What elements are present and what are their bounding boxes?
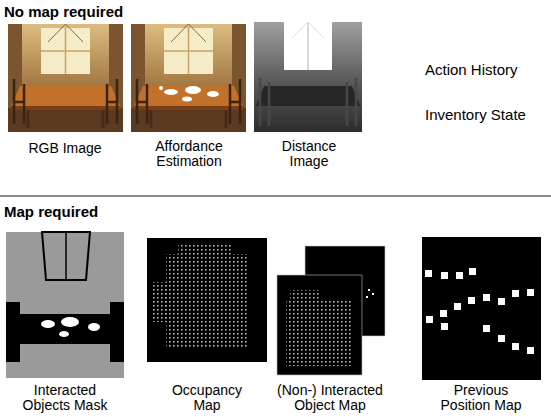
previous-position-map bbox=[454, 303, 461, 310]
occupancy-map bbox=[178, 244, 232, 254]
image-caption: Distance Image bbox=[269, 139, 349, 169]
image-panel: Occupancy Map bbox=[147, 238, 267, 415]
distance-image bbox=[292, 22, 324, 38]
mask-image bbox=[6, 302, 20, 362]
affordance-image bbox=[182, 97, 192, 102]
image-caption: RGB Image bbox=[10, 141, 120, 156]
interacted-object-maps bbox=[277, 246, 385, 375]
occupancy-map bbox=[147, 238, 267, 362]
previous-position-map bbox=[441, 272, 448, 279]
image-panel: RGB Image bbox=[8, 24, 123, 158]
previous-position-map bbox=[425, 268, 534, 354]
image-caption: Occupancy Map bbox=[165, 383, 250, 413]
affordance-image bbox=[164, 89, 178, 95]
mask-image bbox=[6, 314, 124, 344]
previous-position-map bbox=[468, 297, 475, 304]
interacted-object-maps bbox=[366, 289, 374, 298]
section-band: Interacted Objects Mask Occupancy Map (Non… bbox=[0, 198, 551, 417]
occupancy-map bbox=[166, 254, 248, 348]
image-panel: (Non-) Interacted Object Map bbox=[277, 246, 385, 415]
previous-position-map bbox=[512, 343, 519, 350]
affordance-image bbox=[131, 24, 246, 132]
interacted-object-maps bbox=[372, 293, 374, 295]
section-heading: Map required bbox=[4, 203, 98, 220]
previous-position-map bbox=[498, 298, 505, 305]
previous-position-map bbox=[441, 323, 448, 330]
affordance-image bbox=[131, 24, 246, 132]
previous-position-map bbox=[469, 268, 476, 275]
previous-position-map bbox=[483, 325, 490, 332]
previous-position-map bbox=[426, 316, 433, 323]
image-caption: Previous Position Map bbox=[431, 383, 531, 413]
previous-position-map bbox=[527, 289, 534, 296]
mask-image bbox=[42, 232, 90, 280]
rgb-image bbox=[8, 24, 123, 132]
previous-position-map bbox=[422, 237, 541, 380]
section-heading: No map required bbox=[4, 3, 123, 20]
previous-position-map bbox=[527, 347, 534, 354]
mask-image bbox=[6, 232, 124, 378]
image-caption: (Non-) Interacted Object Map bbox=[265, 383, 395, 413]
interacted-object-maps bbox=[277, 275, 362, 375]
affordance-image bbox=[159, 86, 219, 102]
mask-image bbox=[61, 317, 79, 327]
previous-position-map bbox=[425, 270, 432, 277]
previous-position-map bbox=[483, 294, 490, 301]
distance-image bbox=[254, 22, 362, 132]
affordance-image bbox=[185, 86, 201, 94]
interacted-object-maps bbox=[368, 289, 370, 291]
interacted-object-maps bbox=[290, 290, 320, 300]
interacted-object-maps bbox=[286, 300, 352, 366]
distance-image bbox=[260, 78, 356, 126]
previous-position-map bbox=[498, 335, 505, 342]
side-label: Action History bbox=[425, 61, 518, 78]
interacted-object-maps bbox=[366, 296, 368, 298]
mask-image bbox=[41, 320, 55, 328]
section-band: RGB Image Affordance Estimation Distance I… bbox=[0, 0, 551, 196]
mask-image bbox=[110, 302, 124, 362]
image-panel: Interacted Objects Mask bbox=[6, 232, 124, 415]
mask-image bbox=[59, 331, 69, 337]
mask-image bbox=[41, 317, 100, 337]
distance-image bbox=[256, 86, 360, 106]
mask-image bbox=[65, 232, 67, 280]
occupancy-map bbox=[151, 282, 167, 322]
image-panel: Previous Position Map bbox=[422, 237, 541, 415]
section-divider bbox=[0, 195, 551, 197]
mask-image bbox=[88, 323, 100, 331]
distance-image bbox=[284, 22, 332, 70]
image-panel: Affordance Estimation bbox=[131, 24, 246, 171]
distance-image bbox=[307, 22, 309, 70]
image-panel: Distance Image bbox=[254, 22, 362, 171]
side-label: Inventory State bbox=[425, 106, 526, 123]
affordance-image bbox=[207, 91, 219, 97]
previous-position-map bbox=[440, 310, 447, 317]
previous-position-map bbox=[422, 237, 541, 380]
image-caption: Interacted Objects Mask bbox=[13, 383, 118, 413]
occupancy-map bbox=[147, 238, 267, 362]
distance-image bbox=[254, 22, 362, 132]
previous-position-map bbox=[512, 290, 519, 297]
previous-position-map bbox=[456, 272, 463, 279]
affordance-image bbox=[159, 86, 163, 90]
rgb-image bbox=[8, 24, 123, 132]
image-caption: Affordance Estimation bbox=[139, 139, 239, 169]
mask-image bbox=[6, 232, 124, 378]
